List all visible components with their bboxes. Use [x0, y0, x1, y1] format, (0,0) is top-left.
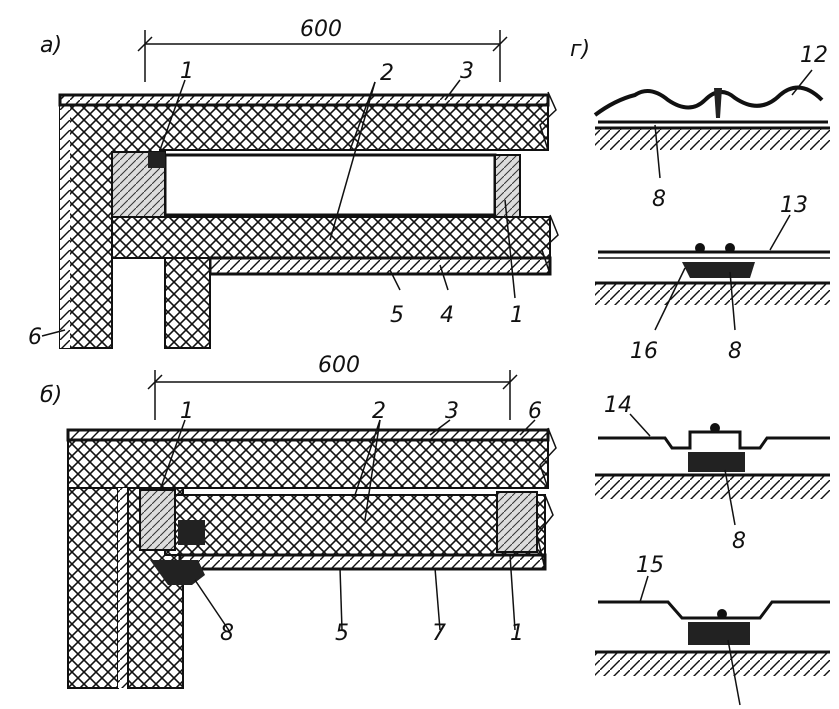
panel-b-bottom-skin	[180, 555, 545, 569]
panel-g-detail-4: 15	[595, 553, 830, 706]
panel-g-detail-1: 12 8	[593, 43, 830, 212]
panel-b-callout-6: 6	[528, 399, 542, 424]
panel-b-callout-8: 8	[220, 621, 234, 646]
detail-2-ground	[595, 283, 830, 305]
detail-4-fastener	[717, 609, 727, 619]
panel-b-callout-1: 1	[180, 399, 194, 424]
detail-2-callout-13: 13	[780, 193, 808, 218]
panel-b-fastener	[178, 520, 205, 545]
panel-a: а) 600	[28, 17, 559, 350]
panel-b-callout-3: 3	[445, 399, 459, 424]
panel-b-wood-block-right	[496, 491, 538, 553]
panel-a-callout-3: 3	[460, 59, 474, 84]
panel-a-callout-1: 1	[180, 59, 194, 84]
panel-a-dimension-label: 600	[300, 17, 342, 42]
panel-b-callout-5: 5	[335, 621, 349, 646]
panel-b-dimension-line	[147, 370, 518, 420]
detail-2-callout-8: 8	[728, 339, 742, 364]
detail-1-callout-8: 8	[652, 187, 666, 212]
detail-3-callout-14: 14	[604, 393, 632, 418]
panel-a-break-line-bottom	[541, 214, 559, 275]
panel-a-bottom-skin	[210, 258, 550, 274]
detail-2-callout-16: 16	[630, 339, 658, 364]
panel-a-side-skin	[60, 95, 70, 348]
panel-g-label: г)	[570, 37, 590, 62]
panel-a-callout-6: 6	[28, 325, 42, 350]
panel-b-callout-1b: 1	[510, 621, 524, 646]
detail-3-sheet	[598, 430, 830, 450]
panel-b-break-line-top	[539, 427, 557, 489]
panel-b-lower-slab	[164, 494, 546, 556]
panel-a-cavity	[163, 153, 497, 217]
panel-a-callout-1b: 1	[510, 303, 524, 328]
detail-1-corrugated-sheet	[593, 85, 824, 117]
panel-g-detail-2: 13 16 8	[595, 193, 830, 364]
panel-a-callout-5: 5	[390, 303, 404, 328]
panel-g: г) 12 8 13 16 8	[570, 37, 830, 706]
detail-4-clip	[688, 622, 750, 645]
panel-b-leaders	[159, 419, 536, 633]
panel-a-break-line-top	[539, 91, 557, 151]
panel-b-callout-7: 7	[432, 621, 446, 646]
panel-b-wood-block-left	[139, 489, 176, 551]
detail-1-callout-12: 12	[800, 43, 828, 68]
panel-a-wood-block-right	[494, 154, 521, 218]
detail-4-ground	[595, 652, 830, 676]
panel-a-inner-wall	[164, 257, 211, 349]
panel-b-callout-2: 2	[372, 399, 386, 424]
panel-g-detail-3: 14 8	[595, 393, 830, 554]
detail-3-callout-8: 8	[732, 529, 746, 554]
panel-b-outer-wall	[67, 487, 119, 689]
panel-b: б) 600	[40, 353, 557, 689]
panel-a-fastener-left	[148, 152, 165, 168]
panel-a-callout-4: 4	[440, 303, 454, 328]
detail-3-clip	[688, 452, 745, 472]
panel-a-leaders	[41, 79, 516, 337]
panel-b-wall-skin	[118, 488, 128, 688]
panel-b-label: б)	[40, 383, 62, 408]
panel-b-dimension-label: 600	[318, 353, 360, 378]
panel-a-top-skin	[60, 95, 548, 105]
detail-2-fastener-left	[695, 243, 705, 253]
detail-3-fastener	[710, 423, 720, 433]
detail-1-ground	[595, 128, 830, 150]
panel-b-connector-8	[150, 560, 205, 585]
detail-3-ground	[595, 475, 830, 499]
panel-a-callout-2: 2	[380, 61, 394, 86]
panel-b-break-line-bottom	[536, 494, 554, 570]
detail-4-callout-15: 15	[636, 553, 664, 578]
detail-2-fastener-right	[725, 243, 735, 253]
panel-b-top-skin	[68, 430, 548, 440]
panel-a-label: а)	[40, 33, 62, 58]
detail-2-clip	[682, 262, 755, 278]
panel-a-dimension-line	[137, 30, 508, 82]
detail-4-sheet	[598, 600, 830, 620]
detail-1-fastener	[714, 88, 722, 118]
